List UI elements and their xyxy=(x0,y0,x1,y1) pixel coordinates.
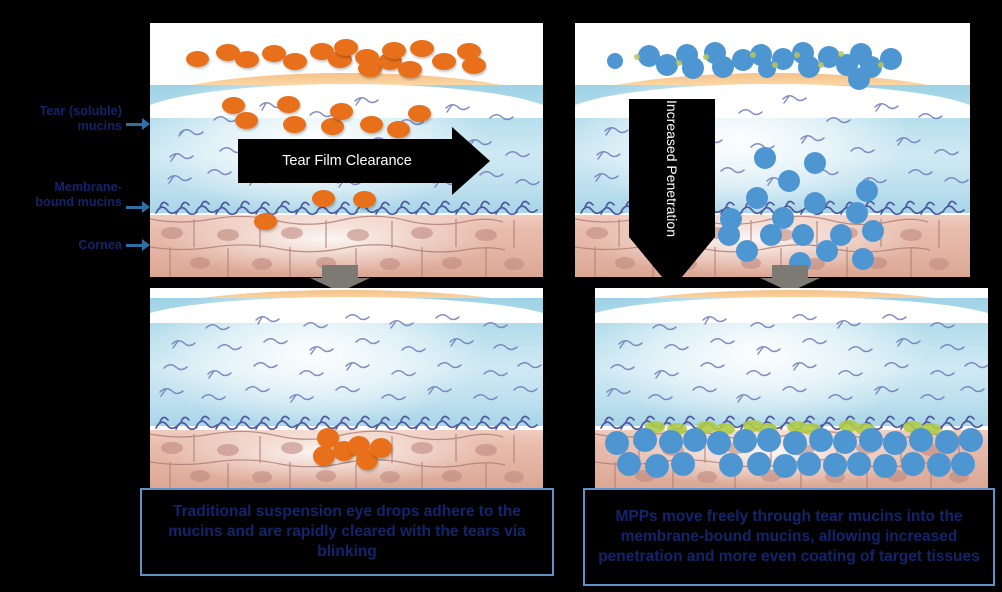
corneal-cell-borders xyxy=(150,215,524,277)
drug-particle xyxy=(312,190,335,207)
eye-surface-illustration xyxy=(595,288,988,488)
panel-bottom-right xyxy=(595,288,988,488)
membrane-bound-mucin-layer xyxy=(155,200,538,216)
drug-particle xyxy=(387,121,410,138)
mpp-band-above-film xyxy=(607,42,902,90)
soluble-mucin-layer xyxy=(606,314,988,403)
tear-film-clearance-label: Tear Film Clearance xyxy=(282,153,412,169)
drug-particle xyxy=(262,45,286,62)
drug-particle xyxy=(321,118,344,135)
legend-line-2: bound mucins xyxy=(35,195,122,209)
drug-particle xyxy=(235,51,259,68)
caption-left-text: Traditional suspension eye drops adhere … xyxy=(168,503,526,560)
corneal-cell-borders xyxy=(150,430,524,488)
panel-top-left: Tear Film Clearance xyxy=(150,23,543,277)
caption-right-text: MPPs move freely through tear mucins int… xyxy=(598,508,980,565)
drug-particle xyxy=(358,60,382,77)
drug-particle xyxy=(410,40,434,57)
drug-particle xyxy=(317,428,339,448)
membrane-bound-mucin-layer xyxy=(155,415,538,431)
increased-penetration-label: Increased Penetration xyxy=(664,99,680,237)
legend-line-1: Membrane- xyxy=(54,180,122,194)
panel-bottom-left xyxy=(150,288,543,488)
drug-particle xyxy=(186,51,209,67)
aqueous-tear-layer xyxy=(150,297,543,426)
drug-particle xyxy=(216,44,240,61)
drug-particle xyxy=(313,446,335,466)
drug-particle xyxy=(382,42,406,59)
drug-particle xyxy=(254,213,277,230)
soluble-mucin-layer xyxy=(159,314,542,403)
drug-particle xyxy=(398,61,422,78)
drug-particle xyxy=(222,97,245,114)
drug-particle xyxy=(353,191,376,208)
tear-film-clearance-arrow: Tear Film Clearance xyxy=(238,127,490,195)
caption-right: MPPs move freely through tear mucins int… xyxy=(583,488,995,586)
legend-label-cornea: Cornea xyxy=(0,238,122,253)
drug-particle xyxy=(277,96,300,113)
legend-arrow-membrane-bound-mucins xyxy=(126,201,150,213)
drug-particle xyxy=(360,116,383,133)
legend-line-1: Tear (soluble) xyxy=(39,104,122,118)
legend-arrow-cornea xyxy=(126,239,150,251)
drug-particle xyxy=(283,116,306,133)
panel-top-right: Increased Penetration xyxy=(575,23,970,277)
drug-particle xyxy=(235,112,258,129)
eye-surface-illustration: Tear Film Clearance xyxy=(150,23,543,277)
legend-line-2: mucins xyxy=(77,119,122,133)
aqueous-tear-layer xyxy=(595,297,988,426)
legend-line-1: Cornea xyxy=(78,238,122,252)
drug-particle xyxy=(330,103,353,120)
drug-particle xyxy=(457,43,481,60)
drug-particle xyxy=(334,39,358,56)
drug-particle xyxy=(283,53,307,70)
eye-surface-illustration xyxy=(150,288,543,488)
drug-particle xyxy=(462,57,486,74)
mpp-even-coating-layer xyxy=(605,420,983,478)
legend-label-tear-soluble-mucins: Tear (soluble) mucins xyxy=(0,104,122,134)
legend-label-membrane-bound-mucins: Membrane- bound mucins xyxy=(0,180,122,210)
legend-arrow-tear-soluble-mucins xyxy=(126,118,150,130)
increased-penetration-arrowhead xyxy=(629,237,715,277)
drug-particle xyxy=(408,105,431,122)
mpp-particles-in-tear-film xyxy=(718,147,884,274)
caption-left: Traditional suspension eye drops adhere … xyxy=(140,488,554,576)
drug-particle xyxy=(370,438,392,458)
increased-penetration-arrow-body: Increased Penetration xyxy=(629,99,715,237)
eye-surface-illustration: Increased Penetration xyxy=(575,23,970,277)
drug-particle xyxy=(432,53,456,70)
increased-penetration-arrow: Increased Penetration xyxy=(629,99,715,277)
